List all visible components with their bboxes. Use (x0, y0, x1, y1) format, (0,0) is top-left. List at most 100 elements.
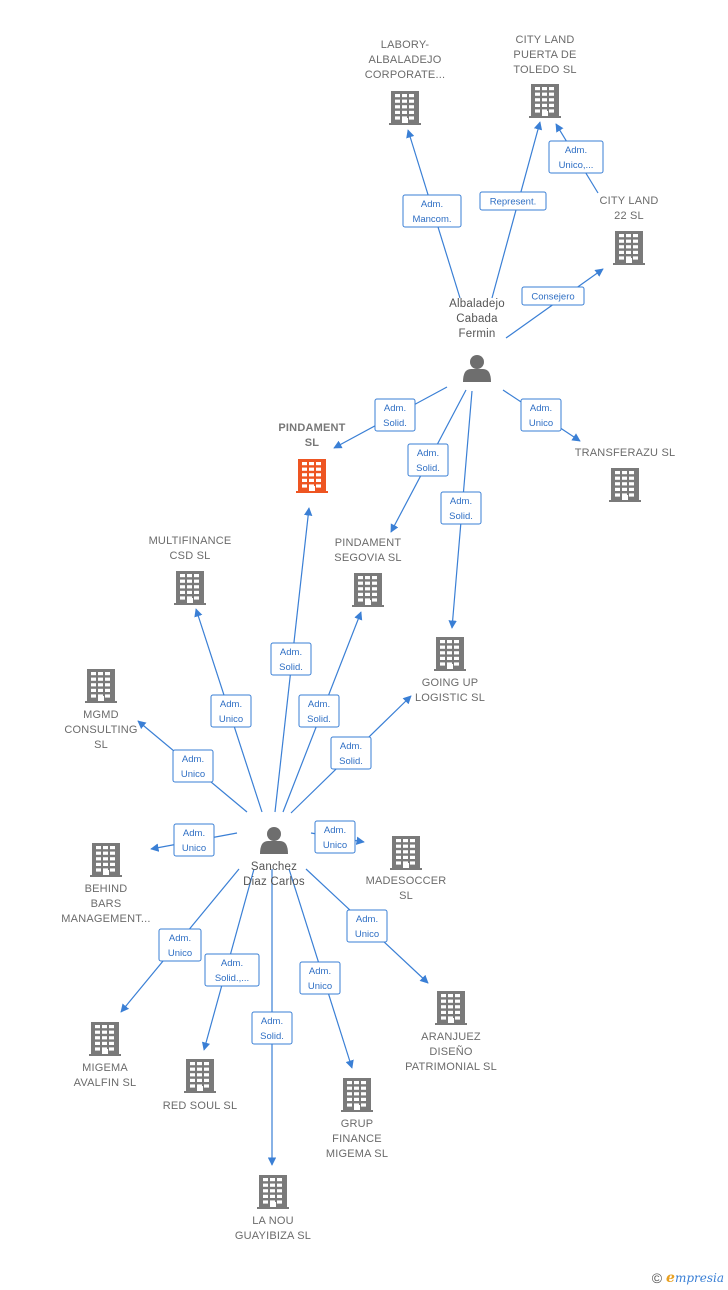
edge-label-cityland22-to-cityland_toledo[interactable]: Adm. Unico,... (548, 140, 604, 174)
node-label-migema_avalfin: MIGEMA (82, 1062, 128, 1074)
node-label-pindament_segovia: PINDAMENT (335, 537, 402, 549)
node-red_soul[interactable]: RED SOUL SL (163, 1059, 238, 1112)
edge-label-text: Adm. (169, 933, 191, 944)
edge-label-text: Adm. (182, 754, 204, 765)
node-label-cityland22: CITY LAND (599, 195, 658, 207)
node-label-behind_bars: MANAGEMENT... (61, 913, 150, 925)
node-label-multifinance: CSD SL (170, 550, 211, 562)
footer-brand: © empresia (652, 1270, 724, 1286)
node-label-sanchez: Sanchez (251, 861, 297, 873)
edge-label-text: Solid. (339, 756, 363, 767)
edge-label-box (251, 1011, 293, 1045)
brand-name: mpresia (674, 1271, 724, 1285)
edge-label-sanchez-to-madesoccer[interactable]: Adm.Unico (314, 820, 356, 854)
building-icon (435, 991, 467, 1025)
edge-label-albaladejo-to-cityland_toledo[interactable]: Represent. (479, 191, 547, 211)
node-label-transferazu: TRANSFERAZU SL (575, 447, 676, 459)
brand-initial: e (666, 1270, 675, 1286)
edge-label-text: Adm. (308, 699, 330, 710)
edge-label-albaladejo-to-cityland22[interactable]: Consejero (521, 286, 585, 306)
edge-label-sanchez-to-grup_finance[interactable]: Adm.Unico (299, 961, 341, 995)
edge-label-text: Unico (182, 843, 206, 854)
node-label-going_up: LOGISTIC SL (415, 692, 485, 704)
node-label-mgmd: SL (94, 739, 108, 751)
edge-label-box (158, 928, 202, 962)
edge-label-sanchez-to-behind_bars[interactable]: Adm.Unico (173, 823, 215, 857)
edge-label-text: Adm. (421, 199, 443, 210)
edge-label-box (270, 642, 312, 676)
node-label-la_nou: LA NOU (252, 1215, 294, 1227)
building-icon (434, 637, 466, 671)
edge-label-box (330, 736, 372, 770)
edge-label-text: Unico,... (559, 160, 594, 171)
edge-label-sanchez-to-pindament_segovia[interactable]: Adm.Solid. (298, 694, 340, 728)
node-label-migema_avalfin: AVALFIN SL (74, 1077, 137, 1089)
edge-label-text: Unico (355, 929, 379, 940)
edge-label-box (210, 694, 252, 728)
brand-logo[interactable]: empresia (666, 1270, 724, 1286)
edge-label-box (374, 398, 416, 432)
edge-label-text: Solid.,... (215, 973, 249, 984)
edge-label-sanchez-to-aranjuez[interactable]: Adm.Unico (346, 909, 388, 943)
edge-label-text: Adm. (309, 966, 331, 977)
edge-label-sanchez-to-mgmd[interactable]: Adm.Unico (172, 749, 214, 783)
edge-label-albaladejo-to-going_up[interactable]: Adm.Solid. (440, 491, 482, 525)
edges-layer (120, 121, 604, 1166)
edge-label-sanchez-to-going_up[interactable]: Adm.Solid. (330, 736, 372, 770)
edge-labels-layer: Adm.Mancom. Represent. Adm. Unico,... Consej… (158, 140, 604, 1045)
edge-label-box (346, 909, 388, 943)
edge-label-albaladejo-to-transferazu[interactable]: Adm.Unico (520, 398, 562, 432)
building-icon (529, 84, 561, 118)
edge-label-albaladejo-to-pindament_segovia[interactable]: Adm. Solid. (407, 443, 449, 477)
edge-label-sanchez-to-multifinance[interactable]: Adm.Unico (210, 694, 252, 728)
edge-label-box (402, 194, 462, 228)
edge-label-text: Adm. (280, 647, 302, 658)
node-label-albaladejo: Fermin (459, 328, 496, 340)
edge-label-text: Represent. (490, 197, 536, 208)
node-behind_bars[interactable]: BEHINDBARSMANAGEMENT... (61, 843, 150, 925)
node-label-labory: ALBALADEJO (369, 54, 442, 66)
node-transferazu[interactable]: TRANSFERAZU SL (575, 447, 676, 502)
edge-label-sanchez-to-migema_avalfin[interactable]: Adm. Unico (158, 928, 202, 962)
edge-label-text: Adm. (261, 1016, 283, 1027)
edge-label-text: Unico (168, 948, 192, 959)
node-label-grup_finance: GRUP (341, 1118, 374, 1130)
edge-label-sanchez-to-red_soul[interactable]: Adm.Solid.,... (204, 953, 260, 987)
building-icon (390, 836, 422, 870)
node-label-aranjuez: PATRIMONIAL SL (405, 1061, 497, 1073)
edge-label-text: Solid. (416, 463, 440, 474)
person-icon (463, 355, 491, 382)
edge-label-sanchez-to-la_nou[interactable]: Adm.Solid. (251, 1011, 293, 1045)
node-label-madesoccer: SL (399, 890, 413, 902)
edge-label-text: Adm. (565, 145, 587, 156)
node-label-cityland_toledo: TOLEDO SL (513, 64, 576, 76)
edge-label-albaladejo-to-labory[interactable]: Adm.Mancom. (402, 194, 462, 228)
node-labory[interactable]: LABORY-ALBALADEJOCORPORATE... (365, 39, 445, 125)
edge-label-text: Adm. (417, 448, 439, 459)
edge-label-box (520, 398, 562, 432)
building-icon (90, 843, 122, 877)
node-label-going_up: GOING UP (422, 677, 479, 689)
node-migema_avalfin[interactable]: MIGEMA AVALFIN SL (74, 1022, 137, 1089)
building-icon (341, 1078, 373, 1112)
node-going_up[interactable]: GOING UP LOGISTIC SL (415, 637, 485, 704)
edge-label-box (314, 820, 356, 854)
edge-label-box (172, 749, 214, 783)
node-label-albaladejo: Albaladejo (449, 298, 505, 310)
edge-label-albaladejo-to-pindament[interactable]: Adm.Solid. (374, 398, 416, 432)
person-icon (260, 827, 288, 854)
edge-label-sanchez-to-pindament[interactable]: Adm.Solid. (270, 642, 312, 676)
